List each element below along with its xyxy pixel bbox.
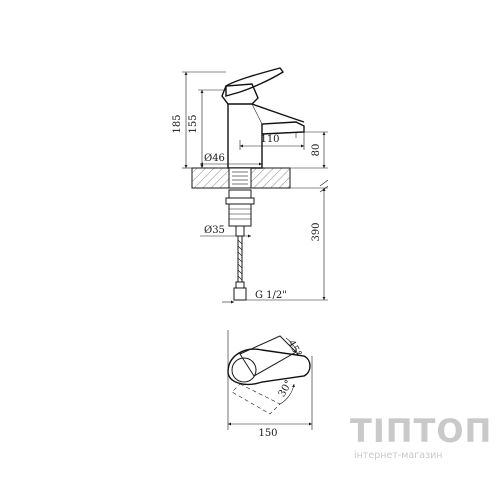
cartridge-cap <box>221 83 259 105</box>
dim-80-label: 80 <box>311 144 322 157</box>
dim-46-label: Ø46 <box>204 153 225 164</box>
watermark-subtitle: інтернет-магазин <box>354 450 443 461</box>
dim-390-label: 390 <box>311 222 322 241</box>
top-view-lever-30 <box>231 383 281 415</box>
dim-185-label: 185 <box>172 114 183 133</box>
store-watermark: TIПТОП інтернет-магазин <box>350 412 493 461</box>
dim-thread-label: G 1/2" <box>255 290 287 301</box>
dim-110-label: 110 <box>260 134 279 145</box>
dim-30deg-label: 30° <box>277 378 295 399</box>
dim-35-label: Ø35 <box>204 225 225 236</box>
supply-hose <box>233 236 247 301</box>
top-view-cap <box>231 357 257 383</box>
faucet-spout <box>251 103 305 123</box>
top-view-lever-45 <box>239 335 297 377</box>
mounting-stud-pass <box>228 167 252 189</box>
dim-150-label: 150 <box>258 428 277 439</box>
dimension-lines <box>182 71 329 304</box>
faucet-side-view <box>221 67 305 169</box>
lever-handle <box>225 67 285 97</box>
dim-155-label: 155 <box>188 114 199 133</box>
watermark-logo: TIПТОП <box>350 412 493 450</box>
faucet-top-view <box>227 330 313 430</box>
top-view-body <box>227 348 311 386</box>
mounting-hardware <box>225 189 255 237</box>
